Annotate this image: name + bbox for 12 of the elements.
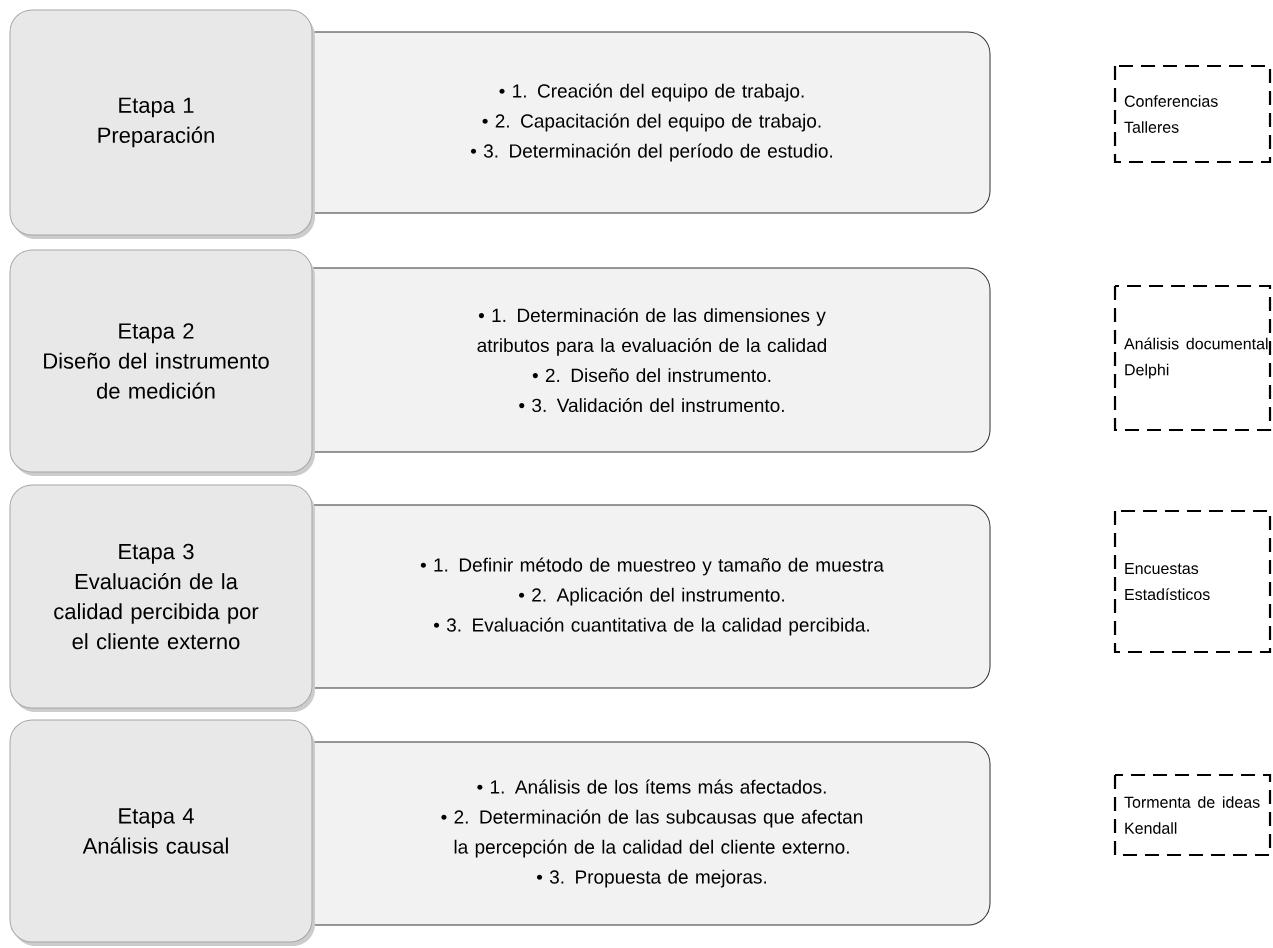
stage-box: Etapa 3 Evaluación de la calidad percibida por el cliente externo: [9, 484, 315, 712]
task-box: • 1. Definir método de muestreo y tamaño de muestra • 2. Aplicación del instrumento. • 3. Evaluación cuantitativa de la calidad percibida.: [289, 504, 991, 689]
method-box: Conferencias Talleres: [1113, 64, 1272, 164]
task-box: • 1. Análisis de los ítems más afectados. • 2. Determinación de las subcausas que afectan la percepción de la calidad del cliente externo. • 3. Propuesta de mejoras.: [289, 741, 991, 926]
method-box: Análisis documental Delphi: [1113, 284, 1272, 432]
stage-box: Etapa 4 Análisis causal: [9, 719, 315, 946]
stage-box: Etapa 2 Diseño del instrumento de medición: [9, 249, 315, 476]
task-box: • 1. Creación del equipo de trabajo. • 2. Capacitación del equipo de trabajo. • 3. Determinación del período de estudio.: [289, 31, 991, 214]
method-box: Encuestas Estadísticos: [1113, 509, 1272, 654]
task-box: • 1. Determinación de las dimensiones y atributos para la evaluación de la calidad • 2. Diseño del instrumento. • 3. Validación del instrumento.: [289, 267, 991, 453]
method-box: Tormenta de ideas Kendall: [1113, 773, 1272, 857]
stage-box: Etapa 1 Preparación: [9, 9, 315, 239]
